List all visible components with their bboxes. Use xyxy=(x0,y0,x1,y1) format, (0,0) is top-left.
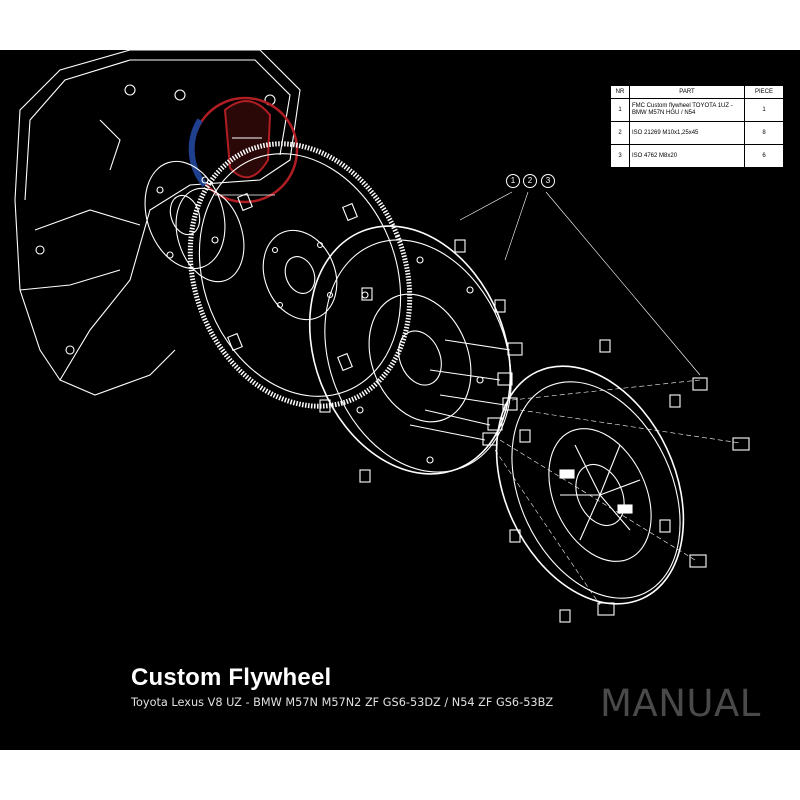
page-title: Custom Flywheel xyxy=(131,664,332,691)
crankshaft-hub xyxy=(144,160,245,283)
diagram-canvas: NR PART PIECE 1 FMC Custom flywheel TOYO… xyxy=(0,50,800,750)
header-piece: PIECE xyxy=(744,85,784,99)
parts-table-header: NR PART PIECE xyxy=(610,85,784,99)
table-row: 3 ISO 4762 M8x20 6 xyxy=(610,144,784,168)
page-subtitle: Toyota Lexus V8 UZ - BMW M57N M57N2 ZF G… xyxy=(131,696,554,709)
parts-table: NR PART PIECE 1 FMC Custom flywheel TOYO… xyxy=(610,85,784,168)
callout-2: 2 xyxy=(523,174,537,188)
table-row: 1 FMC Custom flywheel TOYOTA 1UZ - BMW M… xyxy=(610,98,784,122)
row-part: ISO 4762 M8x20 xyxy=(629,144,745,168)
flywheel-part-1 xyxy=(308,225,512,483)
table-row: 2 ISO 21269 M10x1,25x45 8 xyxy=(610,121,784,145)
row-piece: 8 xyxy=(744,121,784,145)
exploded-view-drawing xyxy=(14,50,750,623)
row-nr: 2 xyxy=(610,121,630,145)
row-nr: 3 xyxy=(610,144,630,168)
leader-lines xyxy=(459,191,741,606)
row-part: ISO 21269 M10x1,25x45 xyxy=(629,121,745,145)
clutch-pressure-plate xyxy=(495,339,685,623)
callout-3: 3 xyxy=(541,174,555,188)
brand-logo xyxy=(188,96,299,204)
row-piece: 6 xyxy=(744,144,784,168)
ring-gear-flexplate xyxy=(187,141,413,409)
header-nr: NR xyxy=(610,85,630,99)
callout-1: 1 xyxy=(506,174,520,188)
manual-watermark: MANUAL xyxy=(600,682,761,725)
header-part: PART xyxy=(629,85,745,99)
clutch-bolts-part-3 xyxy=(597,377,750,616)
row-part: FMC Custom flywheel TOYOTA 1UZ - BMW M57… xyxy=(629,98,745,122)
bell-housing xyxy=(14,50,301,396)
row-nr: 1 xyxy=(610,98,630,122)
flywheel-bolts-part-2 xyxy=(409,339,523,446)
row-piece: 1 xyxy=(744,98,784,122)
